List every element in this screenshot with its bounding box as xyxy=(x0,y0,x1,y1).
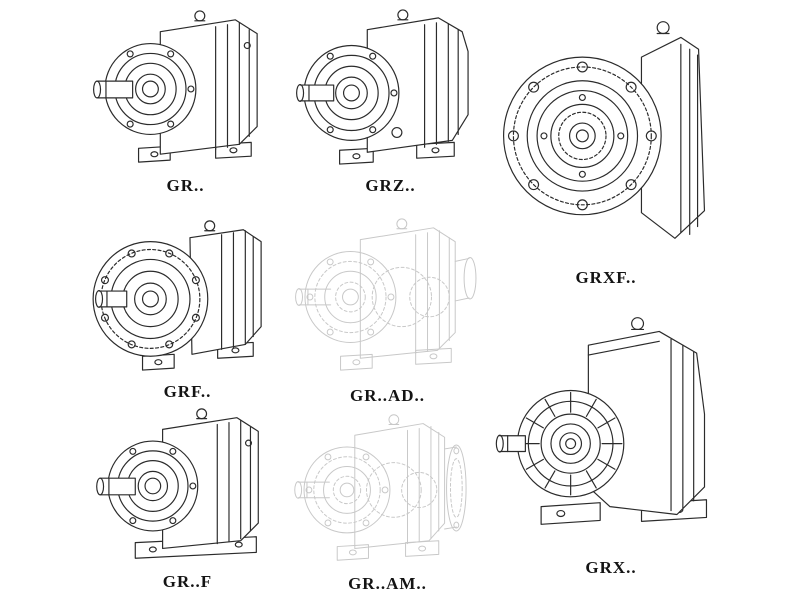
figure-label-gr-f: GR..F xyxy=(162,572,213,591)
gear-unit-grxf-drawing xyxy=(502,21,706,239)
gear-unit-grx-drawing xyxy=(495,317,708,525)
figure-gr-am: GR..AM.. xyxy=(290,406,485,594)
figure-label-grz: GRZ.. xyxy=(365,176,416,195)
figure-grxf: GRXF.. xyxy=(492,0,720,288)
figure-label-grxf: GRXF.. xyxy=(575,268,637,287)
gear-unit-grf-drawing xyxy=(92,220,262,371)
gear-unit-gr-drawing xyxy=(93,10,258,163)
figure-label-gr-am: GR..AM.. xyxy=(348,574,427,593)
figure-label-grx: GRX.. xyxy=(585,558,637,577)
figure-gr: GR.. xyxy=(88,6,283,196)
figure-label-gr-ad: GR..AD.. xyxy=(349,386,426,405)
gear-unit-gr-am-drawing xyxy=(294,414,467,561)
figure-gr-ad: GR..AD.. xyxy=(290,212,485,406)
figure-grx: GRX.. xyxy=(492,296,730,578)
figure-label-gr: GR.. xyxy=(166,176,205,195)
gear-unit-grz-drawing xyxy=(296,9,469,165)
figure-label-grf: GRF.. xyxy=(163,382,212,401)
figure-gr-f: GR..F xyxy=(90,404,285,592)
gear-unit-gr-ad-drawing xyxy=(295,218,477,371)
gear-unit-gr-f-drawing xyxy=(96,408,259,559)
figure-grz: GRZ.. xyxy=(293,6,488,196)
figure-grf: GRF.. xyxy=(90,210,285,402)
